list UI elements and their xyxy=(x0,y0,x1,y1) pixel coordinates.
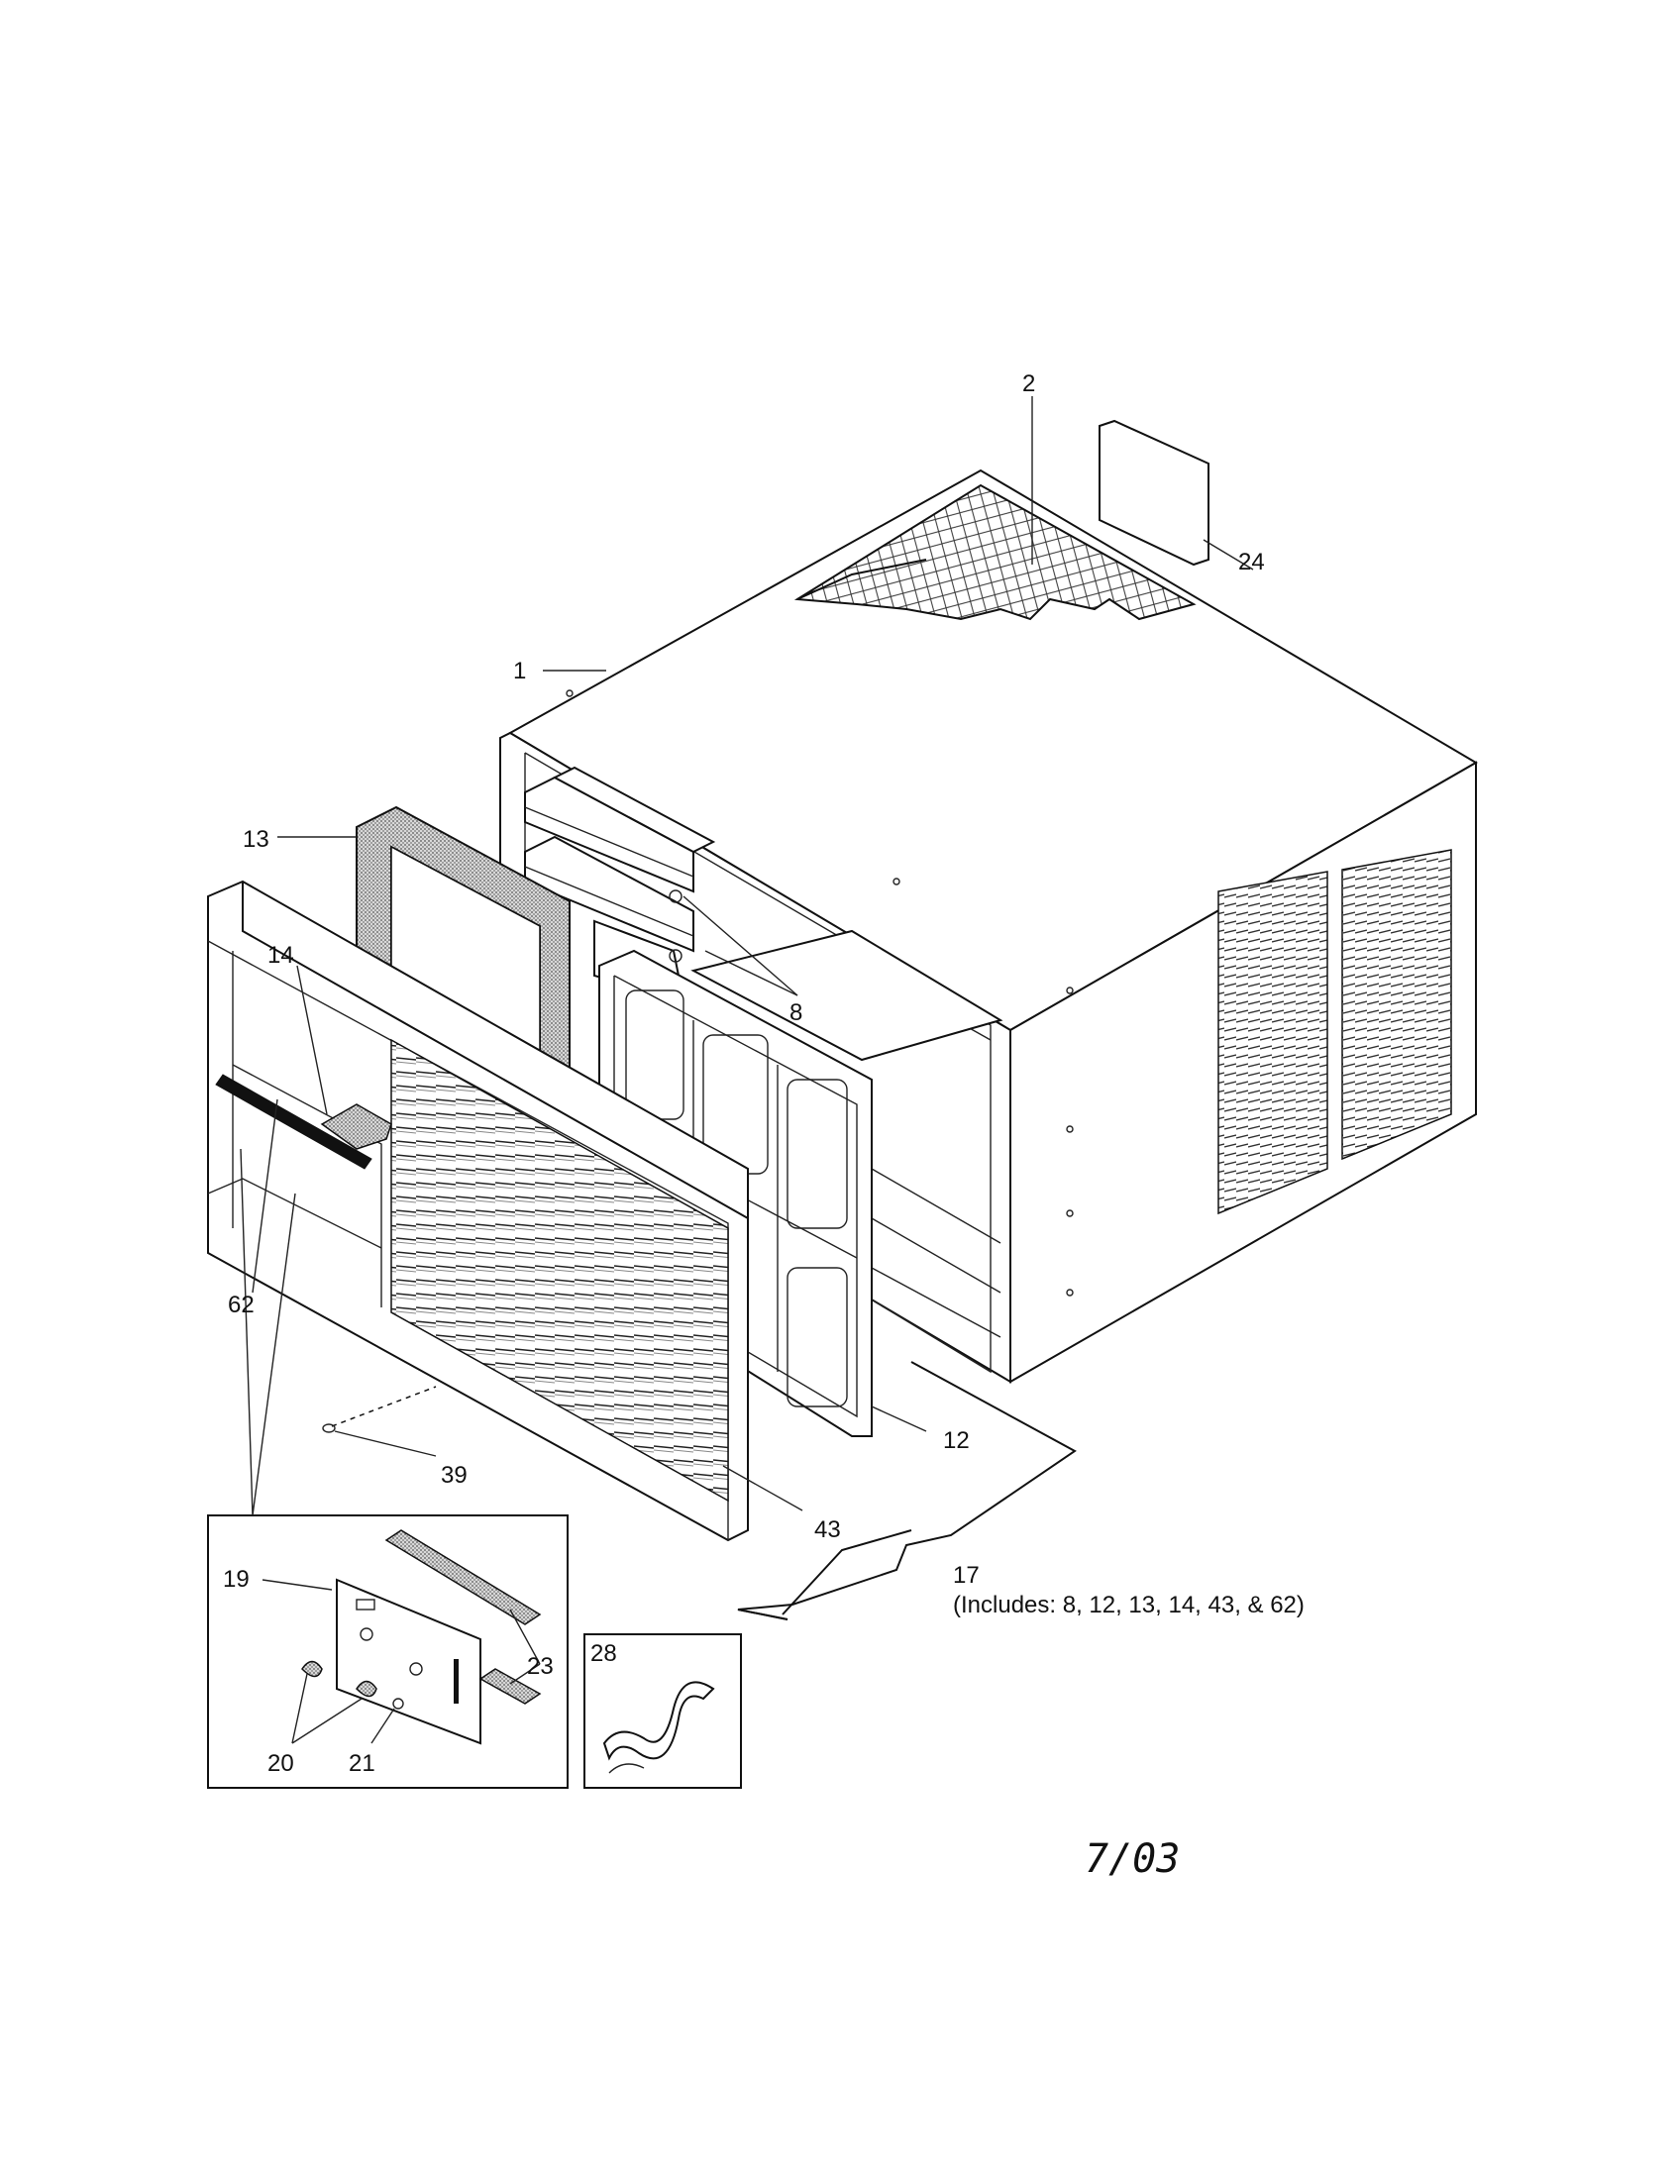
callout-labels: 2 24 1 13 14 8 12 62 39 43 17 (Includes:… xyxy=(223,370,1305,1777)
callout-28: 28 xyxy=(590,1640,617,1667)
control-detail-box xyxy=(207,1514,569,1789)
front-grille xyxy=(207,880,749,1542)
seal-strip xyxy=(215,1074,372,1170)
kit-outline xyxy=(737,1361,1077,1620)
nameplate-label xyxy=(1099,419,1209,567)
callout-20: 20 xyxy=(267,1750,294,1777)
callout-23: 23 xyxy=(527,1653,554,1680)
callout-24: 24 xyxy=(1238,549,1265,575)
callout-39: 39 xyxy=(441,1462,468,1489)
callout-2: 2 xyxy=(1022,370,1035,397)
callout-21: 21 xyxy=(349,1750,375,1777)
side-vent-2 xyxy=(1341,849,1452,1161)
date-mark: 7/03 xyxy=(1085,1836,1180,1882)
callout-14: 14 xyxy=(267,942,294,969)
mesh-cutaway xyxy=(793,483,1197,621)
callout-8: 8 xyxy=(789,999,802,1026)
callout-62: 62 xyxy=(228,1292,255,1318)
callout-12: 12 xyxy=(943,1427,970,1454)
callout-1: 1 xyxy=(513,658,526,684)
screw xyxy=(322,1386,437,1433)
bracket-detail-box xyxy=(583,1633,742,1789)
callout-13: 13 xyxy=(243,826,269,853)
callout-17: 17 xyxy=(953,1562,980,1589)
leader-lines xyxy=(240,396,1254,1744)
callout-17-note: (Includes: 8, 12, 13, 14, 43, & 62) xyxy=(953,1592,1305,1618)
callout-43: 43 xyxy=(814,1516,841,1543)
louver-blocks xyxy=(524,766,716,1002)
drain-pad xyxy=(320,1103,392,1150)
callout-19: 19 xyxy=(223,1566,250,1593)
side-vent-1 xyxy=(1217,871,1328,1215)
